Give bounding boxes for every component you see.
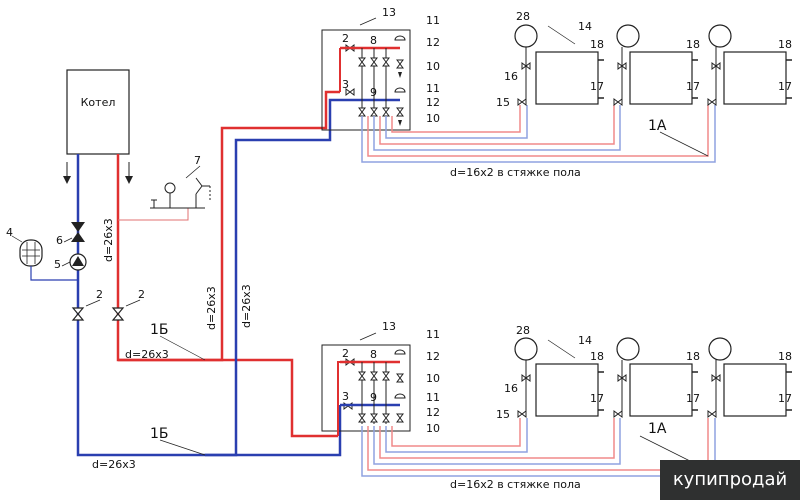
expansion-tank	[19, 239, 78, 281]
callout-4: 4	[6, 226, 13, 239]
callout-11b-top: 11	[426, 82, 440, 95]
callout-18-top-2: 18	[686, 38, 700, 51]
callout-18-bottom-3: 18	[778, 350, 792, 363]
callout-12a-bottom: 12	[426, 350, 440, 363]
radiator-bottom-3	[707, 337, 792, 418]
callout-2-bottom: 2	[342, 347, 349, 360]
callout-12b-top: 12	[426, 96, 440, 109]
callout-3-bottom: 3	[342, 390, 349, 403]
callout-11a-bottom: 11	[426, 328, 440, 341]
callout-17-bottom-3: 17	[778, 392, 792, 405]
floor-loops-top	[361, 105, 716, 163]
pipe-labels: d=26x3 d=26x3 d=26x3 d=26x3 d=26x3 d=16x…	[92, 118, 667, 491]
label-return-pipe: d=26x3	[92, 458, 136, 471]
callout-17-top-3: 17	[778, 80, 792, 93]
callout-14-top: 14	[578, 20, 592, 33]
label-1b-supply: 1Б	[150, 322, 169, 338]
callout-17-bottom-2: 17	[686, 392, 700, 405]
callout-12a-top: 12	[426, 36, 440, 49]
ball-valve-2-left	[72, 307, 84, 321]
callout-18-top-1: 18	[590, 38, 604, 51]
callout-17-bottom-1: 17	[590, 392, 604, 405]
callout-28-top: 28	[516, 10, 530, 23]
callout-2-right: 2	[138, 288, 145, 301]
callout-16-bottom: 16	[504, 382, 518, 395]
leader-lines	[11, 25, 709, 471]
callout-11b-bottom: 11	[426, 391, 440, 404]
radiator-top-2	[613, 24, 698, 106]
ball-valve-2-right	[112, 307, 124, 321]
label-floor-bottom: d=16x2 в стяжке пола	[450, 478, 581, 491]
label-riser-3: d=26x3	[240, 284, 253, 328]
radiator-bottom-2	[613, 337, 698, 418]
watermark-badge: купипродай	[660, 460, 800, 500]
callout-11a-top: 11	[426, 14, 440, 27]
radiators-bottom	[514, 337, 792, 418]
label-1a-top: 1А	[648, 118, 667, 134]
callout-17-top-2: 17	[686, 80, 700, 93]
boiler-label: Котел	[81, 96, 116, 109]
callout-10a-bottom: 10	[426, 372, 440, 385]
callout-10b-bottom: 10	[426, 422, 440, 435]
check-valve-6	[71, 222, 85, 242]
callout-13-top: 13	[382, 6, 396, 19]
callout-10b-top: 10	[426, 112, 440, 125]
manifold-bottom-outlets	[358, 349, 406, 424]
callout-3-top: 3	[342, 78, 349, 91]
callout-9-bottom: 9	[370, 391, 377, 404]
callout-8-bottom: 8	[370, 348, 377, 361]
radiator-top-3	[707, 24, 792, 106]
pump-5	[69, 253, 87, 271]
manifold-bottom	[321, 332, 411, 436]
manifold-top	[321, 17, 411, 131]
callout-5: 5	[54, 258, 61, 271]
callout-15-top: 15	[496, 96, 510, 109]
radiators-top	[514, 24, 792, 106]
callout-2-left: 2	[96, 288, 103, 301]
label-1b-return: 1Б	[150, 426, 169, 442]
boiler-supply-pipe	[116, 154, 338, 438]
callout-8-top: 8	[370, 34, 377, 47]
label-riser-2: d=26x3	[205, 286, 218, 330]
riser-return	[205, 98, 340, 457]
callout-18-top-3: 18	[778, 38, 792, 51]
radiator-top-1	[514, 24, 604, 106]
callout-14-bottom: 14	[578, 334, 592, 347]
callout-2-top: 2	[342, 32, 349, 45]
callout-17-top-1: 17	[590, 80, 604, 93]
label-main-pipe: d=26x3	[125, 348, 169, 361]
radiator-bottom-1	[514, 337, 604, 418]
callout-12b-bottom: 12	[426, 406, 440, 419]
safety-group-7	[150, 165, 211, 209]
boiler: Котел	[63, 69, 133, 184]
label-1a-bottom: 1А	[648, 421, 667, 437]
label-riser-1: d=26x3	[102, 218, 115, 262]
callout-9-top: 9	[370, 86, 377, 99]
callout-28-bottom: 28	[516, 324, 530, 337]
floor-loops-bottom	[361, 418, 716, 477]
manifold-top-outlets	[358, 35, 406, 126]
callout-6: 6	[56, 234, 63, 247]
callout-numbers: 2 2 4 5 6 7 13 2 8 11 12 10 3 9 11 12 10…	[6, 6, 792, 435]
label-floor-top: d=16x2 в стяжке пола	[450, 166, 581, 179]
callout-10a-top: 10	[426, 60, 440, 73]
callout-18-bottom-2: 18	[686, 350, 700, 363]
callout-7: 7	[194, 154, 201, 167]
riser-supply	[118, 90, 340, 362]
callout-16-top: 16	[504, 70, 518, 83]
callout-15-bottom: 15	[496, 408, 510, 421]
callout-18-bottom-1: 18	[590, 350, 604, 363]
callout-13-bottom: 13	[382, 320, 396, 333]
